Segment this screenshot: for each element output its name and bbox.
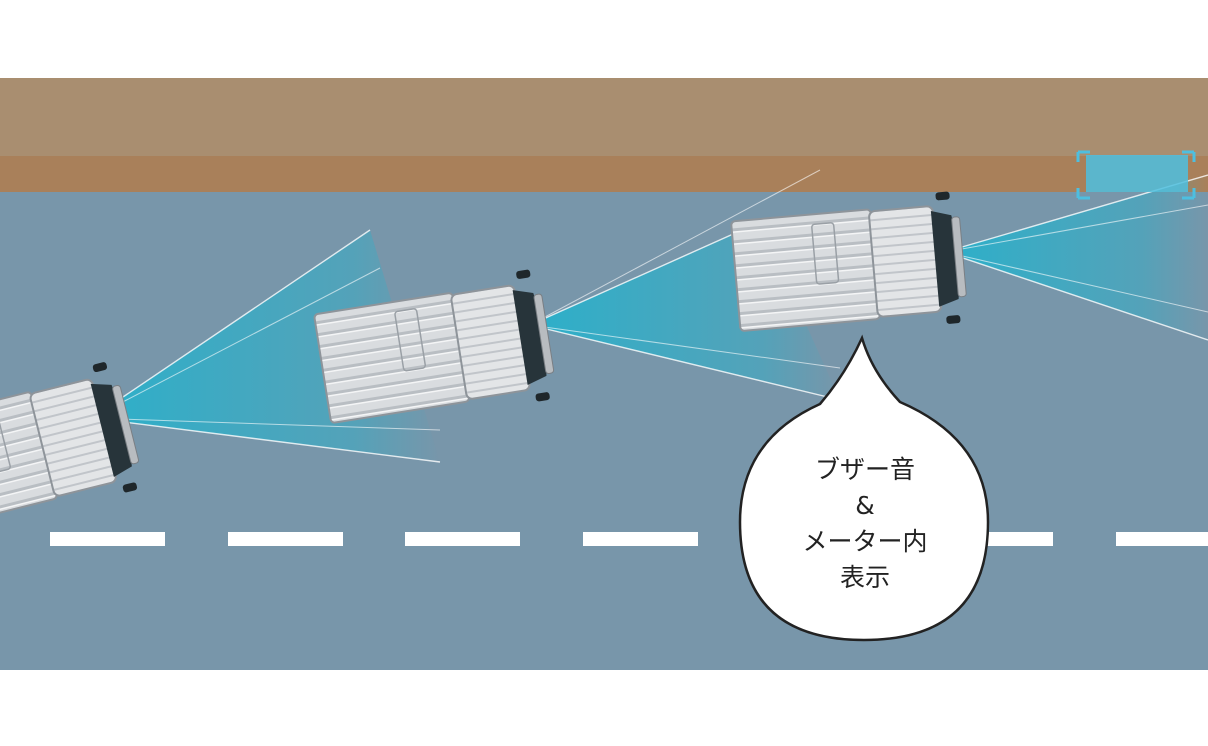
verge-upper bbox=[0, 78, 1208, 156]
callout-line-meter: メーター内 bbox=[802, 527, 928, 556]
callout-line-buzzer: ブザー音 bbox=[814, 455, 915, 484]
target-marker bbox=[1076, 150, 1196, 200]
callout-line-ampersand: & bbox=[855, 491, 875, 520]
verge-lower bbox=[0, 156, 1208, 192]
callout-text: ブザー音 & メーター内 表示 bbox=[760, 452, 970, 596]
callout-line-display: 表示 bbox=[839, 563, 890, 592]
speech-bubble bbox=[738, 334, 990, 642]
